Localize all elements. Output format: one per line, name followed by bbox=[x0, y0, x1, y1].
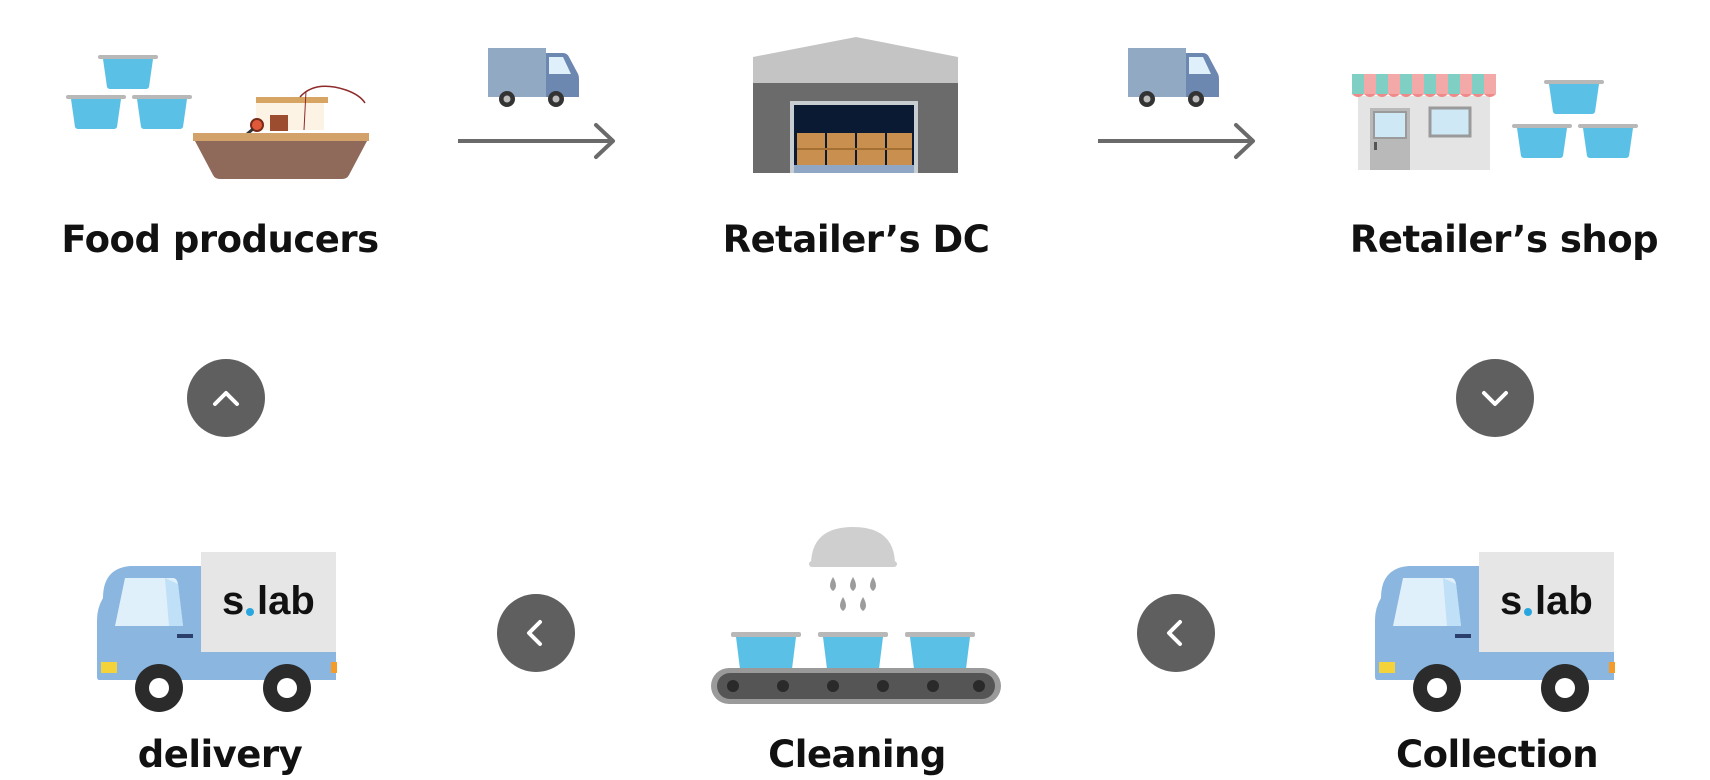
water-drops-icon bbox=[830, 577, 876, 611]
tub-icon bbox=[132, 95, 192, 129]
collection-truck-illustration: s lab bbox=[1375, 552, 1615, 712]
chevron-down-icon bbox=[1482, 391, 1508, 406]
shop-icon bbox=[1352, 74, 1496, 170]
conveyor-belt-icon bbox=[711, 668, 1001, 704]
slab-logo-right: lab bbox=[1535, 579, 1593, 623]
retailers-shop-label: Retailer’s shop bbox=[1349, 218, 1659, 261]
right-arrow-icon bbox=[458, 123, 615, 159]
shower-head-icon bbox=[809, 527, 897, 567]
tub-icon bbox=[818, 632, 888, 669]
right-arrow-icon bbox=[1098, 123, 1255, 159]
transport-arrow-2 bbox=[1098, 48, 1255, 159]
left-arrow-button-1 bbox=[497, 594, 575, 672]
cleaning-illustration bbox=[711, 527, 1001, 704]
boxes-icon bbox=[797, 133, 912, 165]
transport-arrow-1 bbox=[458, 48, 615, 159]
slab-logo-left: s bbox=[222, 579, 244, 623]
chevron-left-icon bbox=[1167, 620, 1182, 646]
delivery-truck-illustration: s lab bbox=[97, 552, 337, 712]
tub-icon bbox=[1512, 124, 1572, 158]
retailers-dc-label: Retailer’s DC bbox=[722, 218, 990, 261]
tub-icon bbox=[98, 55, 158, 89]
small-truck-icon bbox=[1128, 48, 1219, 107]
up-arrow-button bbox=[187, 359, 265, 437]
tub-icon bbox=[905, 632, 975, 669]
retail-shop-illustration bbox=[1352, 74, 1638, 170]
down-arrow-button bbox=[1456, 359, 1534, 437]
small-truck-icon bbox=[488, 48, 579, 107]
tub-icon bbox=[66, 95, 126, 129]
delivery-label: delivery bbox=[137, 733, 303, 776]
slab-logo-right: lab bbox=[257, 579, 315, 623]
chevron-left-icon bbox=[527, 620, 542, 646]
left-arrow-button-2 bbox=[1137, 594, 1215, 672]
tub-icon bbox=[1578, 124, 1638, 158]
fishing-boat-icon bbox=[193, 85, 369, 179]
food-producers-label: Food producers bbox=[61, 218, 379, 261]
slab-logo-left: s bbox=[1500, 579, 1522, 623]
food-producers-illustration bbox=[66, 55, 369, 179]
collection-label: Collection bbox=[1395, 733, 1599, 776]
cleaning-label: Cleaning bbox=[768, 733, 946, 776]
tub-icon bbox=[1544, 80, 1604, 114]
chevron-up-icon bbox=[213, 391, 239, 406]
warehouse-illustration bbox=[753, 37, 958, 173]
tub-icon bbox=[731, 632, 801, 669]
